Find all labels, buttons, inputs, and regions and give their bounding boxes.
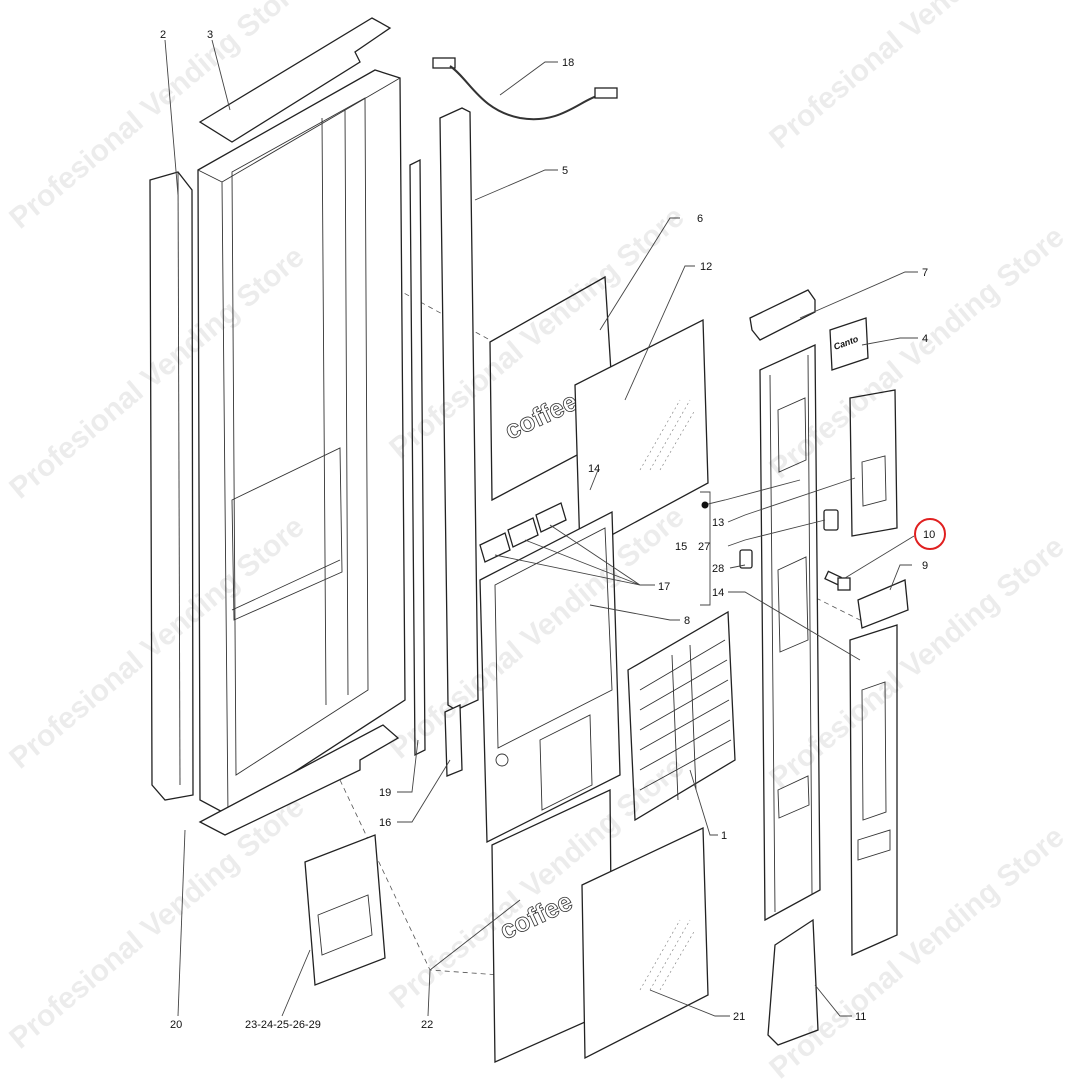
part-9-bracket bbox=[857, 579, 909, 629]
part-3-top-plate bbox=[198, 17, 392, 143]
part-14-panel bbox=[849, 389, 898, 537]
callout-9: 9 bbox=[922, 560, 928, 572]
callout-5: 5 bbox=[562, 165, 568, 177]
callout-12: 12 bbox=[700, 261, 712, 273]
callout-17: 17 bbox=[658, 581, 670, 593]
part-10-button bbox=[824, 570, 851, 591]
callout-11: 11 bbox=[855, 1011, 866, 1023]
callout-20: 20 bbox=[170, 1019, 182, 1031]
leader-lines bbox=[164, 39, 918, 1017]
callout-14: 14 bbox=[712, 587, 724, 599]
part-11-plate bbox=[767, 918, 819, 1046]
callout-27: 27 bbox=[698, 541, 710, 553]
callout-2: 2 bbox=[160, 29, 166, 41]
callout-15: 15 bbox=[675, 541, 687, 553]
callout-19: 19 bbox=[379, 787, 391, 799]
callout-18: 18 bbox=[562, 57, 574, 69]
part-12-glass bbox=[574, 318, 709, 554]
callout-6: 6 bbox=[697, 213, 703, 225]
part-8-door bbox=[479, 510, 621, 844]
part-28 bbox=[739, 549, 753, 569]
part-20-bottom-plate bbox=[198, 724, 400, 836]
callout-23-29: 23-24-25-26-29 bbox=[245, 1019, 321, 1031]
callout-16: 16 bbox=[379, 817, 391, 829]
svg-text:Profesional Vending Store: Profesional Vending Store bbox=[3, 790, 310, 1055]
part-1-keypad bbox=[627, 610, 736, 822]
part-18-cable bbox=[432, 57, 618, 121]
callout-1: 1 bbox=[721, 830, 727, 842]
part-14-lower-panel bbox=[849, 624, 898, 956]
svg-text:Profesional Vending Store: Profesional Vending Store bbox=[763, 0, 1070, 155]
callout-14-upper: 14 bbox=[588, 463, 600, 475]
part-16-latch bbox=[444, 703, 463, 777]
part-5-upright bbox=[439, 107, 479, 711]
part-22-lower-graphic: coffee bbox=[491, 788, 613, 1063]
callout-22: 22 bbox=[421, 1019, 433, 1031]
highlight-circle bbox=[914, 518, 946, 550]
part-17-blocks bbox=[479, 502, 567, 563]
callout-21: 21 bbox=[733, 1011, 745, 1023]
part-4-canto-label: Canto bbox=[829, 317, 869, 371]
callout-7: 7 bbox=[922, 267, 928, 279]
part-19-strip bbox=[409, 158, 426, 757]
callout-3: 3 bbox=[207, 29, 213, 41]
part-2-side-panel bbox=[149, 171, 194, 801]
right-column-panel bbox=[759, 343, 821, 922]
callout-4: 4 bbox=[922, 333, 928, 345]
callout-dot bbox=[701, 501, 709, 509]
part-7-bracket bbox=[749, 289, 816, 341]
cabinet-frame bbox=[197, 69, 406, 816]
callout-10: 10 bbox=[923, 529, 935, 541]
part-27 bbox=[823, 509, 839, 531]
callout-8: 8 bbox=[684, 615, 690, 627]
part-23-29-bag bbox=[304, 834, 386, 986]
callout-13: 13 bbox=[712, 517, 724, 529]
callout-28: 28 bbox=[712, 563, 724, 575]
